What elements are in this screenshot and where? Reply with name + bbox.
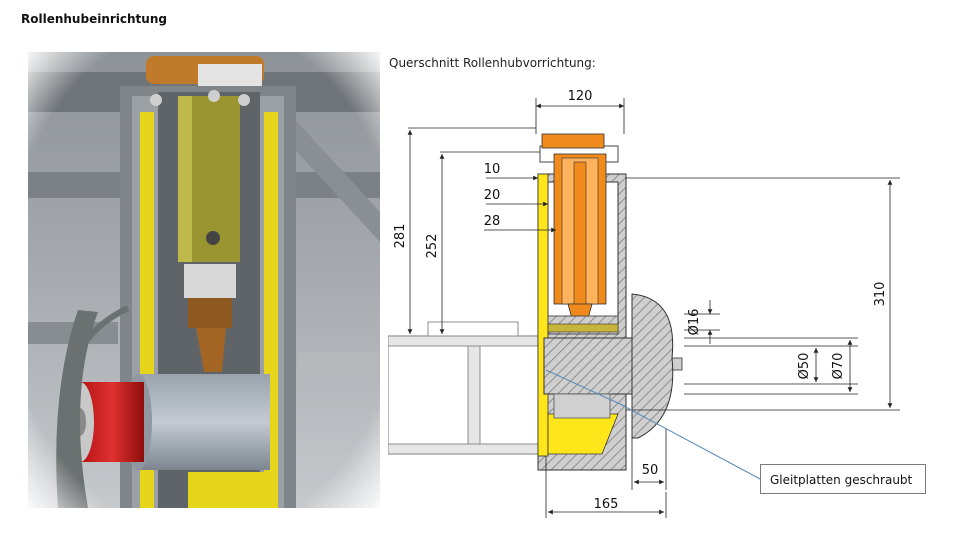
dim-20: 20 [484,188,501,203]
page-title: Rollenhubeinrichtung [21,12,167,26]
dim-28: 28 [484,214,501,229]
dim-310: 310 [873,282,888,307]
roller-disc [631,293,674,439]
dim-50: 50 [642,463,659,478]
dim-252: 252 [425,234,440,259]
callout-label: Gleitplatten geschraubt [760,464,926,494]
dim-bolt-diameter: Ø16 [687,309,702,336]
drawing-subtitle: Querschnitt Rollenhubvorrichtung: [389,56,596,70]
dim-flange-diameter: Ø70 [831,353,846,380]
callout-leader [545,369,763,481]
dimension-lines [407,98,900,518]
cross-section-drawing: 120 281 252 10 20 28 310 Ø16 Ø50 Ø70 50 … [388,89,900,518]
dim-120: 120 [568,89,593,104]
dim-281: 281 [393,224,408,249]
dim-165: 165 [594,497,619,512]
lift-cylinder [539,133,619,335]
i-beam [388,321,543,455]
dim-shaft-diameter: Ø50 [797,353,812,380]
3d-render-image [28,52,380,508]
dim-10: 10 [484,162,501,177]
